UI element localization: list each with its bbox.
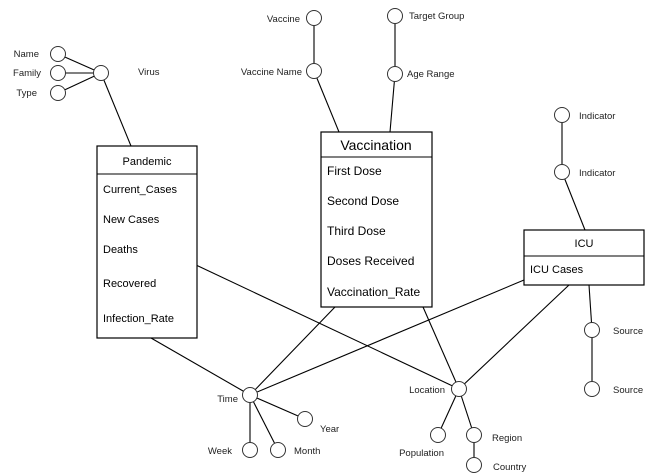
edge-icu-location [458,284,570,390]
node-indicator-top-circle[interactable] [554,107,570,123]
pandemic-attr-current-cases: Current_Cases [103,184,177,196]
node-time-label: Time [217,394,238,405]
pandemic-attr-deaths: Deaths [103,244,138,256]
node-year-circle[interactable] [297,411,313,427]
edge-icu-time [249,279,525,396]
entity-pandemic-box [96,145,198,339]
entity-pandemic[interactable]: Pandemic Current_Cases New Cases Deaths … [96,145,198,339]
edge-vaccinename-vaccination [313,70,340,133]
node-family-label: Family [13,68,41,79]
edge-location-region [458,388,475,436]
entity-pandemic-title: Pandemic [123,156,172,168]
node-virus-circle[interactable] [93,65,109,81]
node-virus-label: Virus [138,67,160,78]
edge-virus-pandemic [100,72,132,147]
edge-location-population [437,388,460,436]
node-type-circle[interactable] [50,85,66,101]
node-indicator-bottom-circle[interactable] [554,164,570,180]
node-name-circle[interactable] [50,46,66,62]
node-region-label: Region [492,433,522,444]
edge-vaccination-location [422,306,460,390]
node-population-circle[interactable] [430,427,446,443]
node-age-range-circle[interactable] [387,66,403,82]
pandemic-attr-infection-rate: Infection_Rate [103,313,174,325]
node-vaccine-name-label: Vaccine Name [241,67,302,78]
vaccination-attr-second-dose: Second Dose [327,194,399,208]
vaccination-attr-third-dose: Third Dose [327,224,386,238]
node-source-bottom-circle[interactable] [584,381,600,397]
connector-lines [57,16,593,465]
node-region-circle[interactable] [466,427,482,443]
node-year-label: Year [320,424,339,435]
node-age-range-label: Age Range [407,69,455,80]
node-target-group-circle[interactable] [387,8,403,24]
vaccination-attr-vaccination-rate: Vaccination_Rate [327,285,420,299]
entity-vaccination-title: Vaccination [340,137,411,153]
pandemic-attr-new-cases: New Cases [103,214,160,226]
edge-time-month [249,394,279,451]
node-vaccine-label: Vaccine [267,14,300,25]
attribute-nodes [50,8,600,473]
node-week-circle[interactable] [242,442,258,458]
vaccination-attr-first-dose: First Dose [327,164,382,178]
entity-icu-box [523,229,645,286]
edge-indicator-icu [561,171,586,231]
node-location-label: Location [409,385,445,396]
node-country-label: Country [493,462,527,473]
node-type-label: Type [16,88,37,99]
edge-pandemic-location [195,264,460,390]
node-source-top-circle[interactable] [584,322,600,338]
entity-icu-title: ICU [575,238,594,250]
node-month-circle[interactable] [270,442,286,458]
entity-vaccination-box [320,131,433,308]
node-location-circle[interactable] [451,381,467,397]
vaccination-attr-doses-received: Doses Received [327,254,414,268]
node-source-top-label: Source [613,326,643,337]
edge-vaccination-time [249,306,336,396]
node-month-label: Month [294,446,320,457]
entity-icu[interactable]: ICU ICU Cases [523,229,645,286]
node-time-circle[interactable] [242,387,258,403]
node-vaccine-name-circle[interactable] [306,63,322,79]
node-population-label: Population [399,448,444,459]
node-name-label: Name [14,49,39,60]
node-country-circle[interactable] [466,457,482,473]
pandemic-attr-recovered: Recovered [103,278,156,290]
icu-attr-icu-cases: ICU Cases [530,264,584,276]
node-indicator-bottom-label: Indicator [579,168,615,179]
node-family-circle[interactable] [50,65,66,81]
attribute-labels: Name Family Type Virus Vaccine Vaccine N… [13,11,643,473]
node-vaccine-circle[interactable] [306,10,322,26]
node-week-label: Week [208,446,232,457]
node-source-bottom-label: Source [613,385,643,396]
node-target-group-label: Target Group [409,11,464,22]
edge-agerange-vaccination [389,73,396,133]
node-indicator-top-label: Indicator [579,111,615,122]
edge-time-year [249,394,306,420]
entity-vaccination[interactable]: Vaccination First Dose Second Dose Third… [320,131,433,308]
edge-pandemic-time [150,337,251,396]
